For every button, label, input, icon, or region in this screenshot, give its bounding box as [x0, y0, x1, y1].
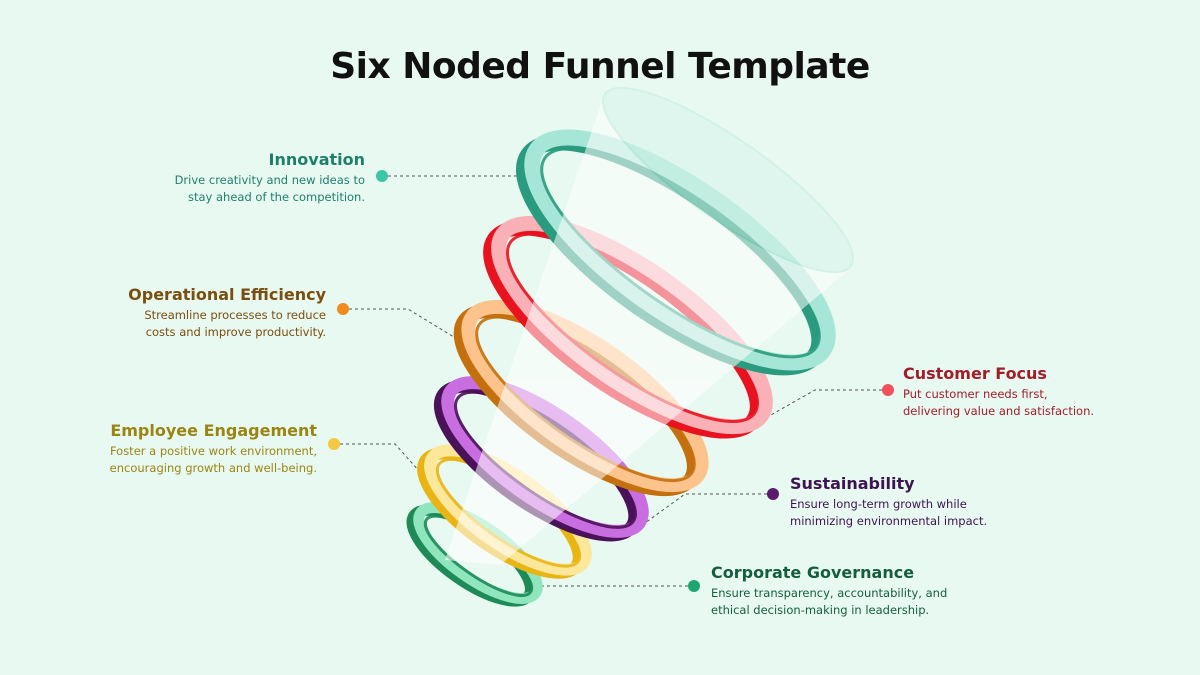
node-operational-efficiency: Operational Efficiency Streamline proces…: [66, 285, 326, 341]
node-description-line: Foster a positive work environment,: [109, 444, 317, 458]
node-customer-focus: Customer Focus Put customer needs first,…: [903, 364, 1163, 420]
page-title: Six Noded Funnel Template: [330, 46, 870, 87]
node-description-line: Ensure transparency, accountability, and: [711, 586, 948, 600]
node-title: Customer Focus: [903, 364, 1047, 383]
node-title: Employee Engagement: [110, 421, 317, 440]
connector-employee-engagement: [340, 443, 421, 473]
node-corporate-governance: Corporate Governance Ensure transparency…: [711, 563, 991, 619]
node-description-line: ethical decision-making in leadership.: [711, 603, 930, 617]
node-title: Innovation: [268, 150, 365, 169]
node-description-line: stay ahead of the competition.: [187, 190, 365, 204]
node-description: Put customer needs first, delivering val…: [903, 386, 1163, 420]
node-description-line: Put customer needs first,: [903, 387, 1048, 401]
node-description: Streamline processes to reduce costs and…: [66, 307, 326, 341]
node-description-line: delivering value and satisfaction.: [903, 404, 1095, 418]
node-title: Corporate Governance: [711, 563, 915, 582]
operational-efficiency-dot: [337, 303, 349, 315]
connector-customer-focus: [761, 389, 882, 421]
node-description-line: Ensure long-term growth while: [790, 497, 967, 511]
corporate-governance-dot: [688, 580, 700, 592]
cone-top-rim: [602, 86, 854, 274]
employee-engagement-dot: [328, 438, 340, 450]
node-description-line: encouraging growth and well-being.: [109, 461, 317, 475]
node-title: Operational Efficiency: [128, 285, 326, 304]
node-innovation: Innovation Drive creativity and new idea…: [105, 150, 365, 206]
node-description: Ensure transparency, accountability, and…: [711, 585, 991, 619]
customer-focus-dot: [882, 384, 894, 396]
node-description-line: costs and improve productivity.: [145, 325, 326, 339]
node-sustainability: Sustainability Ensure long-term growth w…: [790, 474, 1050, 530]
node-description: Ensure long-term growth while minimizing…: [790, 496, 1050, 530]
innovation-dot: [376, 170, 388, 182]
node-employee-engagement: Employee Engagement Foster a positive wo…: [57, 421, 317, 477]
node-description: Foster a positive work environment, enco…: [57, 443, 317, 477]
node-title: Sustainability: [790, 474, 915, 493]
node-description: Drive creativity and new ideas to stay a…: [105, 172, 365, 206]
connector-lines: [340, 175, 882, 587]
connector-sustainability: [644, 493, 767, 524]
node-description-line: minimizing environmental impact.: [790, 514, 988, 528]
node-description-line: Drive creativity and new ideas to: [174, 173, 365, 187]
node-description-line: Streamline processes to reduce: [144, 308, 326, 322]
connector-operational-efficiency: [349, 308, 463, 343]
funnel-cone: [445, 86, 854, 565]
sustainability-dot: [767, 488, 779, 500]
